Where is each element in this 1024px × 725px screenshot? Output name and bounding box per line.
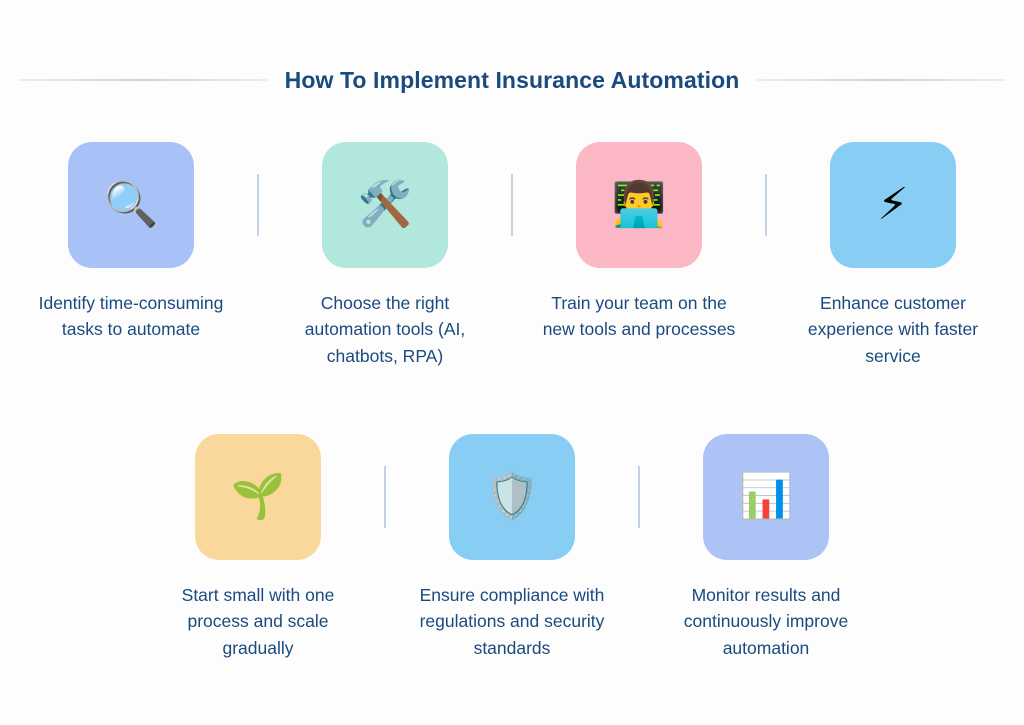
step-icon-tile-5[interactable]: 🌱 xyxy=(195,434,321,560)
step-card-6[interactable]: 🛡️ Ensure compliance with regulations an… xyxy=(386,434,638,661)
shield-icon: 🛡️ xyxy=(484,471,540,522)
steps-row-2: 🌱 Start small with one process and scale… xyxy=(0,434,1024,661)
step-card-2[interactable]: 🛠️ Choose the right automation tools (AI… xyxy=(259,142,511,369)
step-card-5[interactable]: 🌱 Start small with one process and scale… xyxy=(132,434,384,661)
step-icon-tile-7[interactable]: 📊 xyxy=(703,434,829,560)
high-voltage-icon: ⚡ xyxy=(877,179,909,230)
step-icon-tile-3[interactable]: 👨‍💻 xyxy=(576,142,702,268)
technologist-icon: 👨‍💻 xyxy=(611,179,667,230)
step-divider-4 xyxy=(384,466,386,528)
step-card-4[interactable]: ⚡ Enhance customer experience with faste… xyxy=(767,142,1019,369)
page-header: How To Implement Insurance Automation xyxy=(0,60,1024,100)
step-caption-6: Ensure compliance with regulations and s… xyxy=(419,585,605,658)
header-rule-left xyxy=(18,79,267,81)
step-caption-4: Enhance customer experience with faster … xyxy=(807,293,979,366)
header-rule-right xyxy=(757,79,1006,81)
step-card-1[interactable]: 🔍 Identify time-consuming tasks to autom… xyxy=(5,142,257,343)
step-caption-3: Train your team on the new tools and pro… xyxy=(542,293,736,340)
step-caption-5: Start small with one process and scale g… xyxy=(181,585,335,658)
step-icon-tile-6[interactable]: 🛡️ xyxy=(449,434,575,560)
step-divider-1 xyxy=(257,174,259,236)
magnifying-glass-icon: 🔍 xyxy=(103,179,159,230)
steps-row-1: 🔍 Identify time-consuming tasks to autom… xyxy=(0,142,1024,369)
step-card-7[interactable]: 📊 Monitor results and continuously impro… xyxy=(640,434,892,661)
bar-chart-icon: 📊 xyxy=(738,471,794,522)
step-caption-1: Identify time-consuming tasks to automat… xyxy=(38,293,224,340)
step-divider-5 xyxy=(638,466,640,528)
seedling-icon: 🌱 xyxy=(230,471,286,522)
step-icon-tile-4[interactable]: ⚡ xyxy=(830,142,956,268)
hammer-and-wrench-icon: 🛠️ xyxy=(357,179,413,230)
step-icon-tile-2[interactable]: 🛠️ xyxy=(322,142,448,268)
step-divider-3 xyxy=(765,174,767,236)
step-caption-2: Choose the right automation tools (AI, c… xyxy=(304,293,466,366)
step-card-3[interactable]: 👨‍💻 Train your team on the new tools and… xyxy=(513,142,765,343)
step-icon-tile-1[interactable]: 🔍 xyxy=(68,142,194,268)
step-divider-2 xyxy=(511,174,513,236)
step-caption-7: Monitor results and continuously improve… xyxy=(683,585,849,658)
page-title: How To Implement Insurance Automation xyxy=(284,66,740,93)
